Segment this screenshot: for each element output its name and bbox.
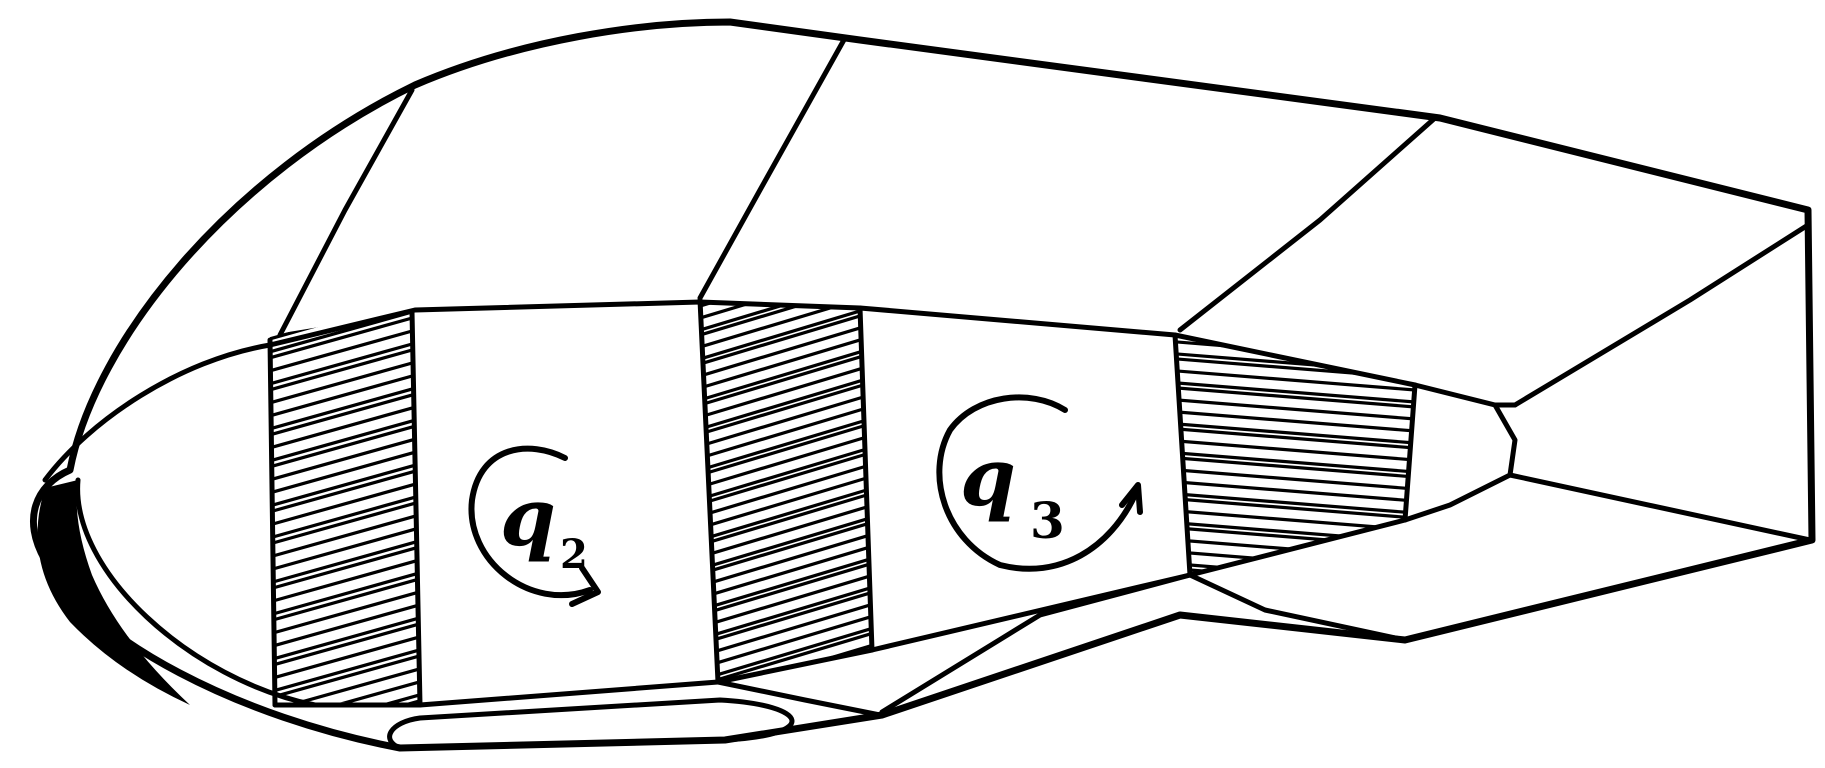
lower-facet-line-3 xyxy=(882,575,1190,712)
hatch-stroke xyxy=(255,339,430,388)
hatch-stroke xyxy=(255,345,430,394)
belt-edge-1 xyxy=(270,340,275,705)
nose-lower-curve xyxy=(78,480,315,705)
hatch-stroke xyxy=(255,634,430,683)
hatch-stroke xyxy=(255,313,430,362)
hatch-stroke xyxy=(1165,440,1425,461)
hatch-stroke xyxy=(255,647,430,696)
hatch-stroke xyxy=(255,525,430,574)
hatch-stroke xyxy=(255,666,430,715)
hatch-stroke xyxy=(1165,527,1425,548)
hatch-stroke xyxy=(255,480,430,529)
hatch-stroke xyxy=(255,268,430,317)
hatched-band-right xyxy=(1165,317,1425,659)
upper-facet-line-2 xyxy=(700,38,845,298)
hatch-stroke xyxy=(255,570,430,619)
hatch-stroke xyxy=(1165,498,1425,519)
hatch-stroke xyxy=(1165,457,1425,478)
hatch-stroke xyxy=(1165,481,1425,502)
hatch-stroke xyxy=(1165,428,1425,449)
lower-facet-line-2 xyxy=(718,682,880,715)
label-q3-group: q 3 xyxy=(939,397,1140,568)
hatch-stroke xyxy=(1165,317,1425,338)
hatch-stroke xyxy=(255,390,430,439)
hatch-stroke xyxy=(255,358,430,407)
hatch-stroke xyxy=(1165,353,1425,374)
hatch-stroke xyxy=(1165,452,1425,473)
upper-facet-line-3 xyxy=(1180,118,1435,330)
hatch-stroke xyxy=(1165,551,1425,572)
hatch-stroke xyxy=(255,384,430,433)
hatch-stroke xyxy=(1165,469,1425,490)
hatch-stroke xyxy=(255,602,430,651)
label-q2-subscript: 2 xyxy=(560,531,588,578)
hatch-stroke xyxy=(1165,510,1425,531)
nose-shadow xyxy=(38,480,190,705)
label-q3: q xyxy=(960,430,1016,524)
hatch-stroke xyxy=(255,493,430,542)
tip-lower-ridge xyxy=(1510,475,1810,540)
hatch-stroke xyxy=(255,615,430,664)
hatch-stroke xyxy=(255,448,430,497)
hatch-stroke xyxy=(1165,592,1425,613)
hatch-stroke xyxy=(255,557,430,606)
hatch-stroke xyxy=(1165,399,1425,420)
belt-edge-2 xyxy=(412,312,420,705)
hatch-stroke xyxy=(1165,387,1425,408)
hatch-stroke xyxy=(255,422,430,471)
hatch-stroke xyxy=(255,281,430,330)
hatch-stroke xyxy=(255,499,430,548)
belt-top-edge xyxy=(270,302,1415,385)
label-q2-group: q 2 xyxy=(471,449,598,604)
nose-upper-curve xyxy=(45,345,270,480)
hatch-stroke xyxy=(255,538,430,587)
hatch-stroke xyxy=(255,403,430,452)
hatch-stroke xyxy=(1165,493,1425,514)
hatch-stroke xyxy=(255,416,430,465)
hatch-stroke xyxy=(255,467,430,516)
hatch-stroke xyxy=(1165,382,1425,403)
hatch-stroke xyxy=(1165,423,1425,444)
hatch-stroke xyxy=(255,371,430,420)
label-q3-subscript: 3 xyxy=(1030,491,1065,550)
hatch-stroke xyxy=(255,512,430,561)
hatch-stroke xyxy=(255,576,430,625)
hatch-stroke xyxy=(255,435,430,484)
hatch-stroke xyxy=(255,589,430,638)
hatch-stroke xyxy=(1165,411,1425,432)
hatch-stroke xyxy=(255,621,430,670)
hatch-stroke xyxy=(255,461,430,510)
label-q2: q xyxy=(500,470,556,564)
hatch-stroke xyxy=(255,544,430,593)
upper-facet-line-4 xyxy=(1515,225,1808,405)
